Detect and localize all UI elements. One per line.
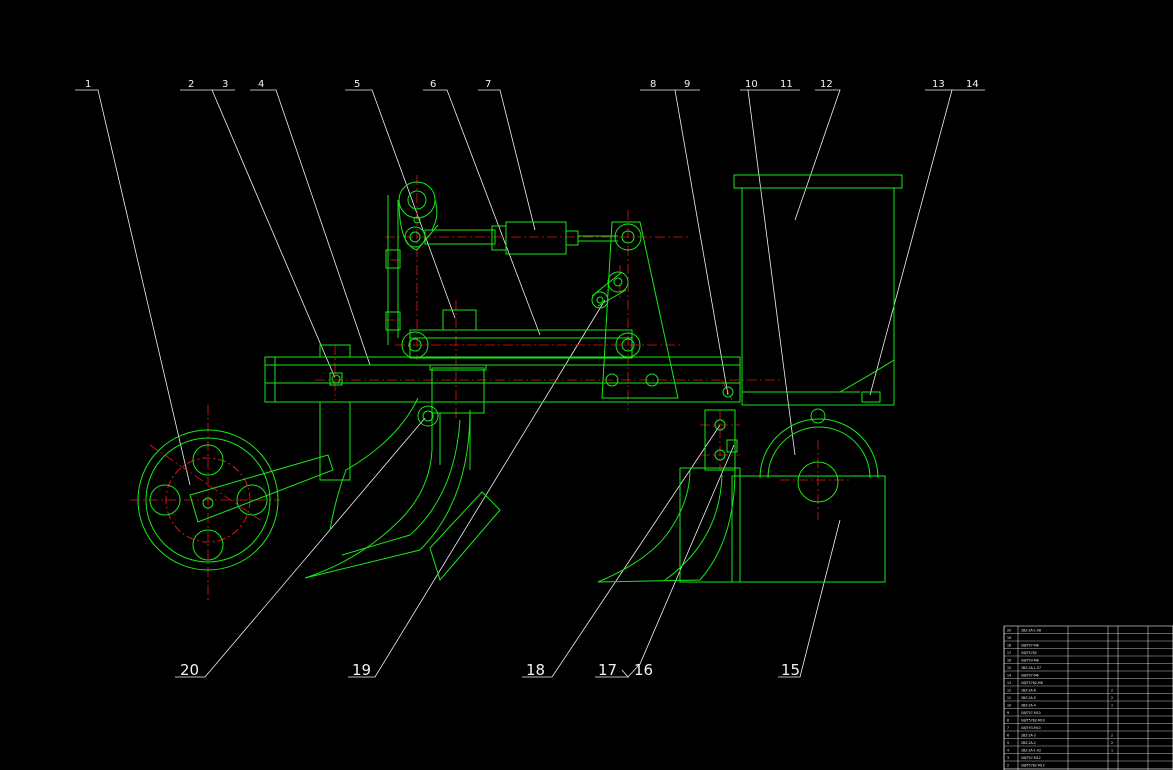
balloon-leaders — [75, 89, 985, 678]
label-7: 7 — [485, 79, 491, 90]
title-block-cell-no: 14 — [1007, 674, 1011, 678]
title-block-cell-code: 2BZ-2A-6 — [1021, 689, 1036, 693]
title-block-cell-code: GB/T97-M12 — [1021, 756, 1041, 760]
title-block-cell-no: 17 — [1007, 651, 1011, 655]
title-block-cell-code: GB/T97-M6 — [1021, 674, 1039, 678]
label-16: 16 — [634, 661, 653, 679]
linkage — [385, 181, 641, 359]
title-block-cell-code: 2BZ-2A-1-02 — [1021, 749, 1041, 753]
title-block-cell-no: 13 — [1007, 681, 1011, 685]
title-block-cell-no: 16 — [1007, 659, 1011, 663]
title-block-cell-code: GB/T5782-M6 — [1021, 681, 1043, 685]
title-block-cell-code: 2BZ-2A-3 — [1021, 734, 1036, 738]
label-11: 11 — [780, 79, 793, 90]
title-block-cell-no: 8 — [1007, 719, 1009, 723]
label-13: 13 — [932, 79, 945, 90]
label-4: 4 — [258, 79, 264, 90]
title-block-cell-code: 2BZ-2A-4 — [1021, 704, 1036, 708]
label-20: 20 — [180, 661, 199, 679]
title-block-cell-code: GB/T93-M8 — [1021, 659, 1039, 663]
title-block-cell-no: 12 — [1007, 689, 1011, 693]
label-6: 6 — [430, 79, 436, 90]
title-block-cell-no: 19 — [1007, 636, 1011, 640]
title-block-cell-no: 5 — [1007, 741, 1009, 745]
title-block-cell-code: GB/T97-M8 — [1021, 644, 1039, 648]
title-block-cell-code: 2BZ-2A-1-08 — [1021, 629, 1041, 633]
loosening-shank — [304, 364, 501, 582]
balloon-labels: 1 2 3 4 5 6 7 8 9 10 11 12 13 14 15 16 1… — [85, 79, 979, 679]
title-block-cell-qty: 1 — [1111, 704, 1113, 708]
label-12: 12 — [820, 79, 833, 90]
label-15: 15 — [781, 661, 800, 679]
title-block-cell-no: 10 — [1007, 704, 1011, 708]
title-block-cell-code: 2BZ-2A-5 — [1021, 696, 1036, 700]
title-block-cell-no: 18 — [1007, 644, 1011, 648]
label-5: 5 — [354, 79, 360, 90]
seed-hopper — [731, 174, 903, 583]
label-14: 14 — [966, 79, 979, 90]
title-block-cell-no: 4 — [1007, 749, 1009, 753]
label-8: 8 — [650, 79, 656, 90]
title-block-cell-code: 2BZ-2A-1-07 — [1021, 666, 1041, 670]
title-block-cell-no: 7 — [1007, 726, 1009, 730]
title-block-cell-code: GB/T93-M10 — [1021, 726, 1041, 730]
title-block-cell-no: 20 — [1007, 629, 1011, 633]
main-frame-beam — [264, 344, 741, 481]
label-19: 19 — [352, 661, 371, 679]
title-block-cell-code: GB/T5782-M10 — [1021, 719, 1045, 723]
label-17: 17 — [598, 661, 617, 679]
label-3: 3 — [222, 79, 228, 90]
title-block-cell-code: GB/T97-M10 — [1021, 711, 1041, 715]
title-block-cell-code: 2BZ-2A-2 — [1021, 741, 1036, 745]
label-18: 18 — [526, 661, 545, 679]
bracket-plate — [591, 221, 679, 399]
title-block-cell-qty: 2 — [1111, 734, 1113, 738]
ground-wheel — [137, 429, 334, 571]
title-block-cell-no: 11 — [1007, 696, 1011, 700]
title-block-cell-code: GB/T5782-M12 — [1021, 764, 1045, 768]
label-1: 1 — [85, 79, 91, 90]
title-block-cell-qty: 2 — [1111, 689, 1113, 693]
title-block-cell-no: 6 — [1007, 734, 1009, 738]
title-block-cell-no: 2 — [1007, 764, 1009, 768]
title-block-cell-qty: 2 — [1111, 696, 1113, 700]
label-9: 9 — [684, 79, 690, 90]
label-10: 10 — [745, 79, 758, 90]
title-block-cell-qty: 2 — [1111, 741, 1113, 745]
title-block-cell-no: 3 — [1007, 756, 1009, 760]
title-block-cell-code: GB/T5782 — [1021, 651, 1037, 655]
title-block-cell-no: 15 — [1007, 666, 1011, 670]
title-block-cell-qty: 1 — [1111, 749, 1113, 753]
label-2: 2 — [188, 79, 194, 90]
furrow-opener — [597, 386, 741, 583]
title-block-cell-no: 9 — [1007, 711, 1009, 715]
